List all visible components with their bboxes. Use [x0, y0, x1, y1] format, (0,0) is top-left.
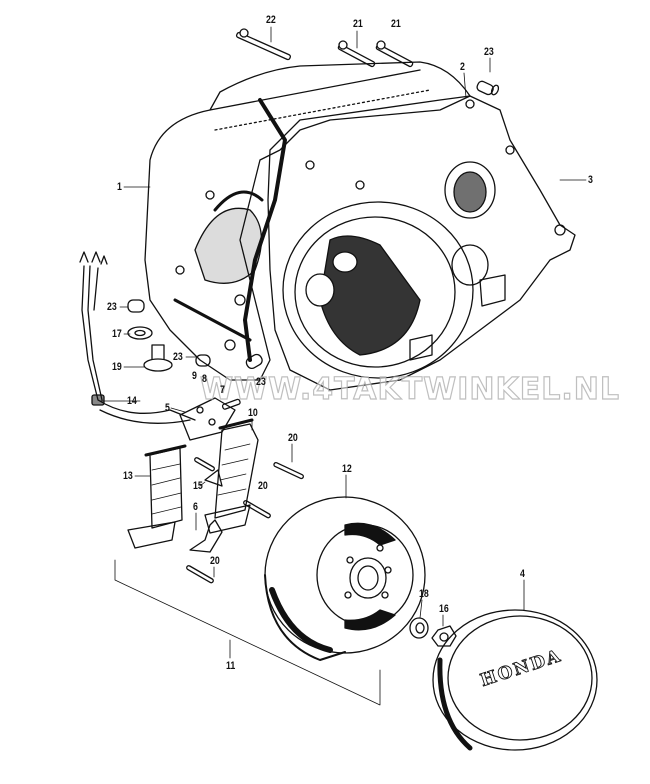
wire-harness-14-icon: [79, 251, 196, 424]
watermark-text: WWW.4TAKTWINKEL.NL: [199, 371, 620, 407]
part-number-label[interactable]: 7: [220, 384, 225, 396]
part-number-label[interactable]: 23: [484, 46, 494, 58]
part-number-label[interactable]: 12: [342, 463, 352, 475]
washer-17-icon: [127, 326, 153, 340]
part-number-label[interactable]: 23: [256, 376, 266, 388]
ignition-coil-13-icon: [127, 444, 187, 549]
dowel-pin-23d-icon: [245, 353, 263, 370]
flywheel-rotor-12-icon: [264, 496, 426, 661]
part-number-label[interactable]: 14: [127, 395, 137, 407]
bolt-22-icon: [235, 28, 291, 61]
part-number-label[interactable]: 19: [112, 361, 122, 373]
lighting-coil-10-icon: [204, 418, 259, 534]
part-number-label[interactable]: 21: [391, 18, 401, 30]
part-number-label[interactable]: 13: [123, 470, 133, 482]
part-number-label[interactable]: 8: [202, 373, 207, 385]
part-number-label[interactable]: 23: [107, 301, 117, 313]
bolt-21a-icon: [337, 40, 376, 68]
part-number-label[interactable]: 5: [165, 402, 170, 414]
part-number-label[interactable]: 4: [520, 568, 525, 580]
left-crankcase-cover-3-icon: [267, 95, 576, 391]
part-number-label[interactable]: 2: [460, 61, 465, 73]
nut-16-icon: [431, 625, 457, 647]
plate-15-icon: [194, 457, 223, 487]
bolt-19-icon: [143, 344, 173, 372]
part-number-label[interactable]: 20: [210, 555, 220, 567]
part-number-label[interactable]: 10: [248, 407, 258, 419]
breaker-plate-5-icon: [179, 397, 241, 441]
part-number-label[interactable]: 21: [353, 18, 363, 30]
leader-lines: [99, 26, 587, 706]
part-number-label[interactable]: 20: [288, 432, 298, 444]
part-number-label[interactable]: 6: [193, 501, 198, 513]
screws-20-icon: [186, 462, 304, 584]
part-number-label[interactable]: 1: [117, 181, 122, 193]
part-number-label[interactable]: 16: [439, 603, 449, 615]
rotor-cover-4-icon: [432, 609, 598, 751]
dowel-pin-23-icon: [476, 80, 500, 96]
part-number-label[interactable]: 23: [173, 351, 183, 363]
bracket-6-icon: [189, 519, 223, 553]
dowel-pin-23c-icon: [195, 354, 211, 367]
part-number-label[interactable]: 20: [258, 480, 268, 492]
part-number-label[interactable]: 18: [419, 588, 429, 600]
bolt-21b-icon: [375, 40, 414, 68]
part-number-label[interactable]: 11: [226, 660, 236, 672]
part-number-label[interactable]: 3: [588, 174, 593, 186]
crankcase-1-icon: [144, 61, 471, 381]
dowel-pin-23b-icon: [127, 299, 145, 313]
part-number-label[interactable]: 9: [192, 370, 197, 382]
washer-18-icon: [409, 617, 429, 639]
part-number-label[interactable]: 15: [193, 480, 203, 492]
part-number-label[interactable]: 22: [266, 14, 276, 26]
part-number-label[interactable]: 17: [112, 328, 122, 340]
